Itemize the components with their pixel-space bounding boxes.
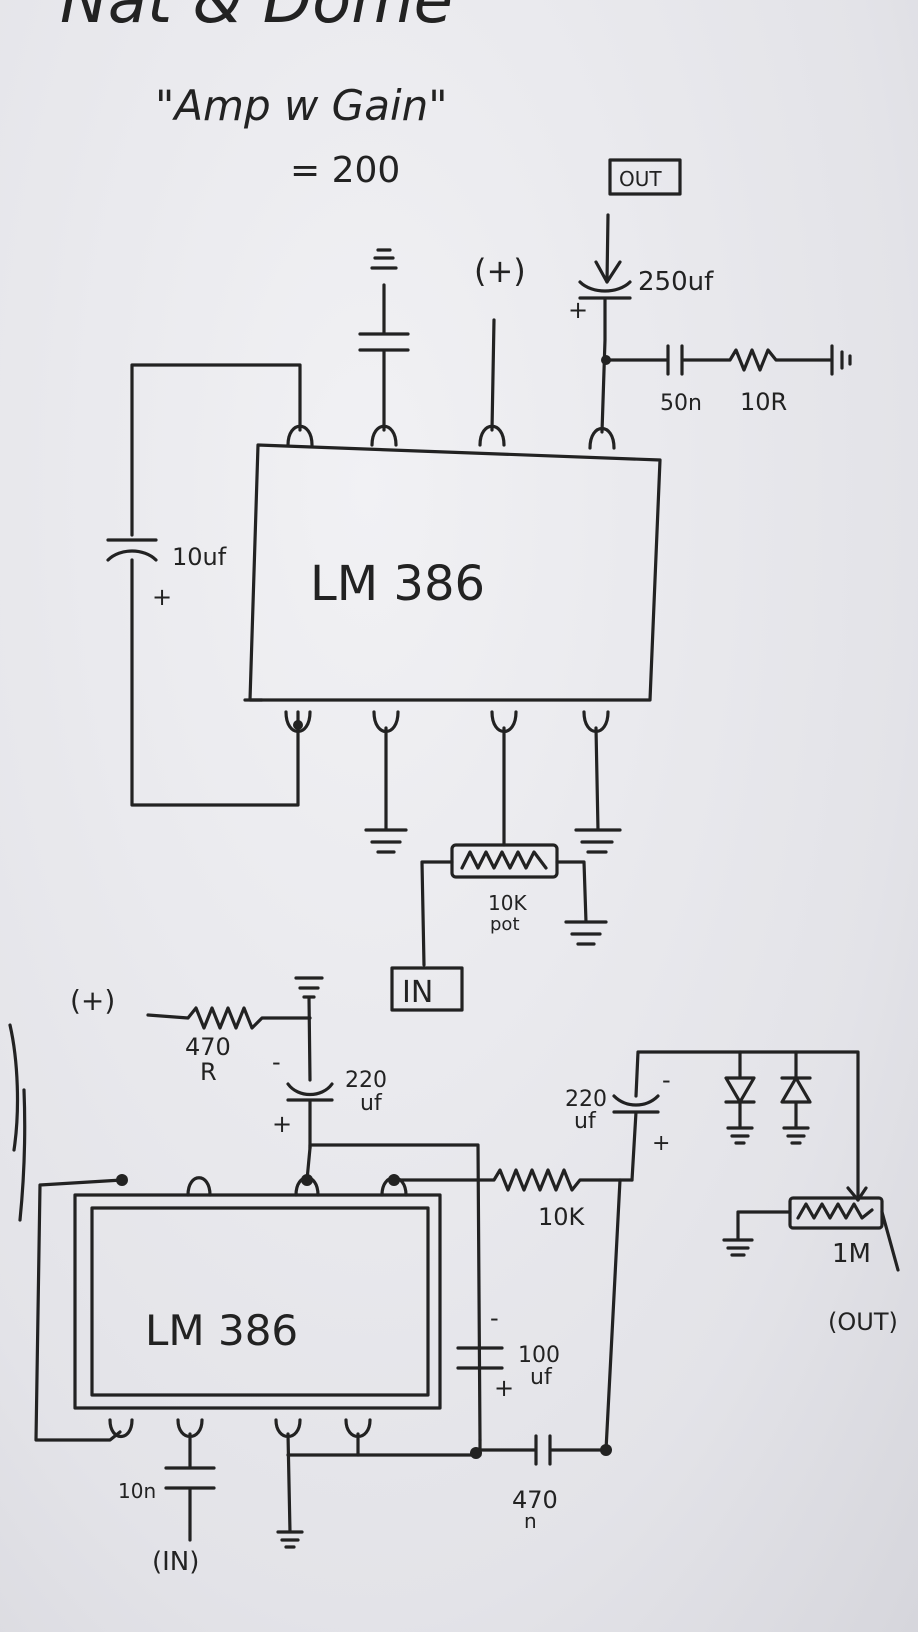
top-scrawl: Nat & Dome [60,0,453,38]
gain-loop-wire [34,1178,124,1442]
bypass-capacitor-1 [358,248,410,432]
bypass-capacitor-2 [456,1346,504,1370]
title: "Amp w Gain" [155,81,448,130]
pin-7-2 [186,1176,212,1197]
pot-sub-1: pot [490,914,520,935]
junction-470-out [600,1444,612,1456]
cap-470-unit: n [524,1509,537,1533]
in-label-2: (IN) [152,1547,199,1577]
pot-resistor-zigzag [460,850,548,870]
bypass-cap-minus: - [490,1304,499,1332]
plus-label-1: (+) [474,252,526,290]
pot-wiper-arrow [846,1186,868,1202]
cap-bypass-unit: uf [530,1365,553,1390]
bypass-cap-plus: + [494,1374,514,1402]
pin6-wire [305,1146,312,1182]
junction-470 [470,1447,482,1459]
plus-label-2: (+) [70,984,115,1017]
cap-supply-unit: uf [360,1091,383,1116]
output-capacitor-1 [578,213,632,434]
vplus-wire-1 [490,318,496,432]
pot-output-wire [880,1210,900,1272]
cap-out-label-1: 250uf [638,267,714,297]
supply-cap-plus: + [272,1110,292,1138]
out-box-1 [608,158,682,196]
cap-out-plus: + [568,296,588,324]
out-label-1: OUT [619,167,662,191]
pin-2-ground [364,710,408,854]
res-zobel-label: 10R [740,388,787,416]
res-supply-unit: R [200,1058,217,1086]
cap-gain-plus: + [152,583,172,611]
cap-zobel-label: 50n [660,391,702,416]
pin-4-ground [574,710,622,854]
out-cap-plus: + [652,1131,670,1156]
output-capacitor-2 [612,1050,860,1202]
chip-label-2: LM 386 [145,1306,298,1355]
supply-capacitor [286,976,334,1150]
zobel-network [604,344,852,376]
res-supply-label: 470 [185,1033,231,1061]
pin1-dot [293,720,303,730]
cap-in-label: 10n [118,1479,156,1503]
lm386-chip-2 [73,1193,442,1410]
cap-out-label-2: 220 [565,1087,607,1112]
pin-1-2 [108,1418,134,1438]
pot-label-1: 10K [488,891,527,915]
feedback-resistor [392,1168,634,1192]
pot-ground [555,860,608,946]
circuit-1: LM 386 10uf + (+) + 250uf OUT 50n 10R [106,158,852,1012]
gain-label: = 200 [290,150,400,191]
chip-2-outline [90,1206,430,1397]
lm386-chip-1 [248,443,662,702]
cap-bypass-label: 100 [518,1343,560,1368]
in-box-1 [390,966,464,1012]
pot-input-wire [420,860,454,967]
diode-1 [724,1050,756,1145]
pot-ground-2 [722,1210,792,1257]
chip-label-1: LM 386 [310,556,485,612]
arrow-out [594,260,622,284]
output-cap-470 [286,1178,622,1466]
pot-label-2: 1M [832,1239,871,1269]
gain-wire-top [130,363,302,537]
margin-mark [8,1023,27,1222]
res-fb-label: 10K [538,1203,586,1231]
cap-supply-label: 220 [345,1068,387,1093]
out-cap-minus: - [662,1066,671,1094]
circuit-2: LM 386 (+) 470 R - + 220 uf - + 100 uf 1… [34,976,900,1577]
diode-2 [780,1050,812,1145]
output-pot-zigzag [796,1202,874,1220]
supply-cap-minus: - [272,1048,281,1076]
cap-gain-label: 10uf [172,543,227,571]
in-label-1: IN [402,975,433,1010]
cap-470-label: 470 [512,1486,558,1514]
out-label-2: (OUT) [828,1308,898,1336]
gain-capacitor [106,538,300,807]
supply-resistor [146,1006,312,1030]
cap-out-unit-2: uf [574,1109,597,1134]
pin-3-2 [344,1418,372,1457]
pin-2-input-cap [164,1418,216,1542]
pin-3 [490,710,518,847]
pin-4-ground-2 [274,1418,304,1549]
